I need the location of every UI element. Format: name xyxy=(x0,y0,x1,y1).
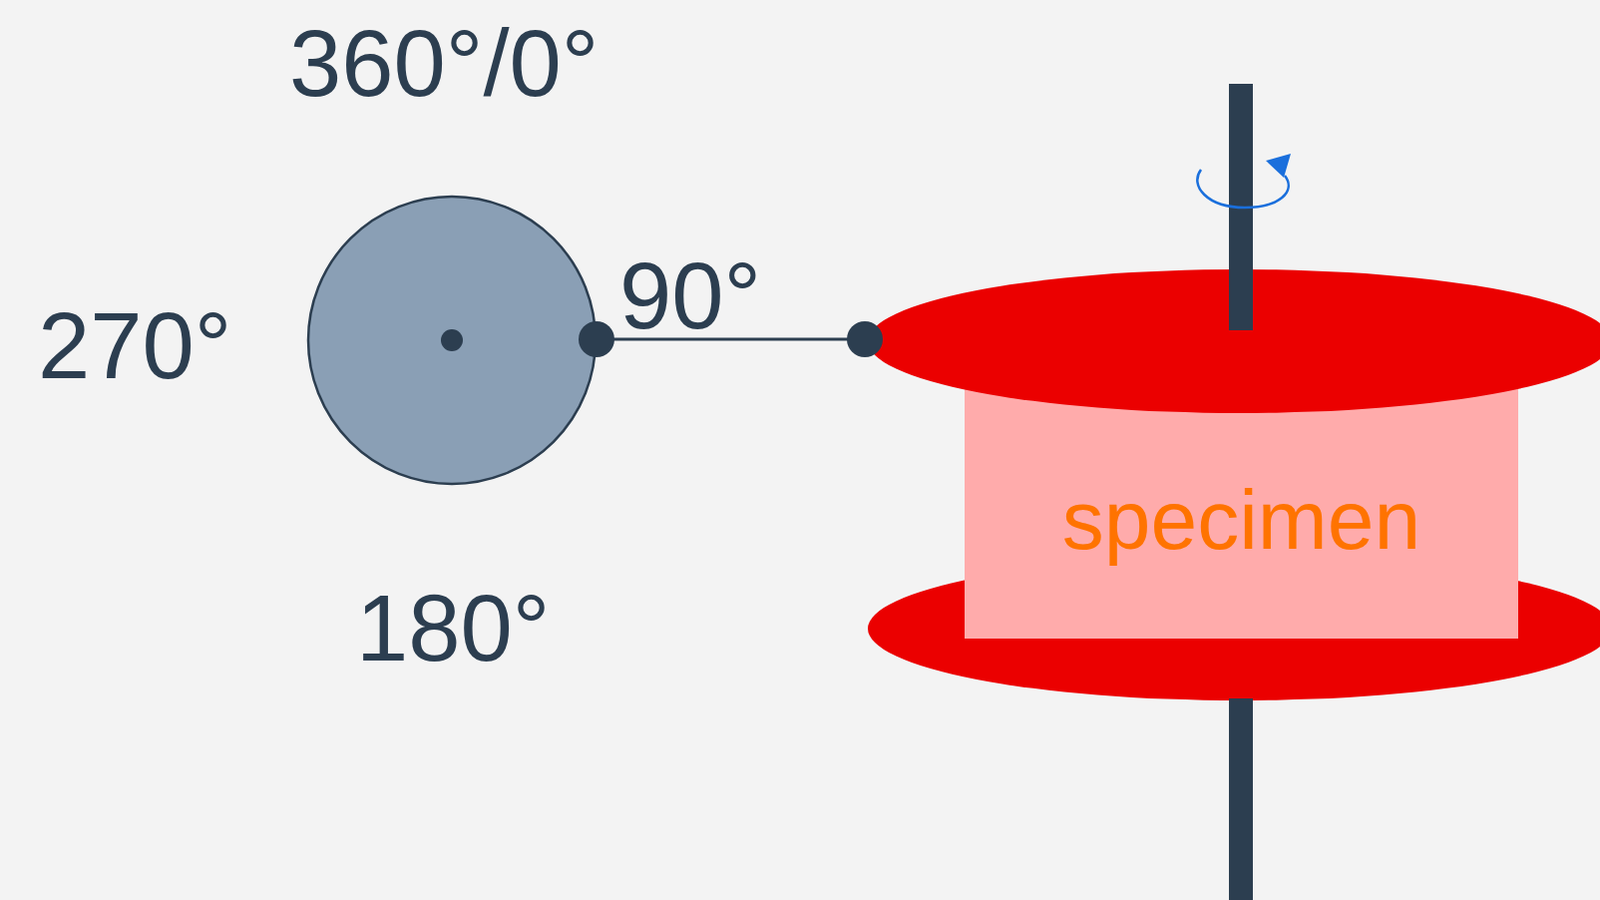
angle-label: 180° xyxy=(356,581,550,676)
specimen-box: specimen xyxy=(964,412,1519,639)
rotation-arrowhead xyxy=(1265,153,1291,178)
crank-center xyxy=(440,329,463,352)
plate-pin xyxy=(846,321,883,358)
lower-shaft xyxy=(1228,698,1253,900)
rotation-arrow xyxy=(1197,169,1288,208)
specimen-label: specimen xyxy=(1062,477,1422,562)
angle-label: 270° xyxy=(37,299,232,394)
angle-label: 90° xyxy=(619,249,762,344)
angle-label: 360°/0° xyxy=(289,16,599,111)
crank-pin xyxy=(578,321,615,358)
crank-disc xyxy=(308,196,596,484)
specimen-body xyxy=(964,379,1519,639)
